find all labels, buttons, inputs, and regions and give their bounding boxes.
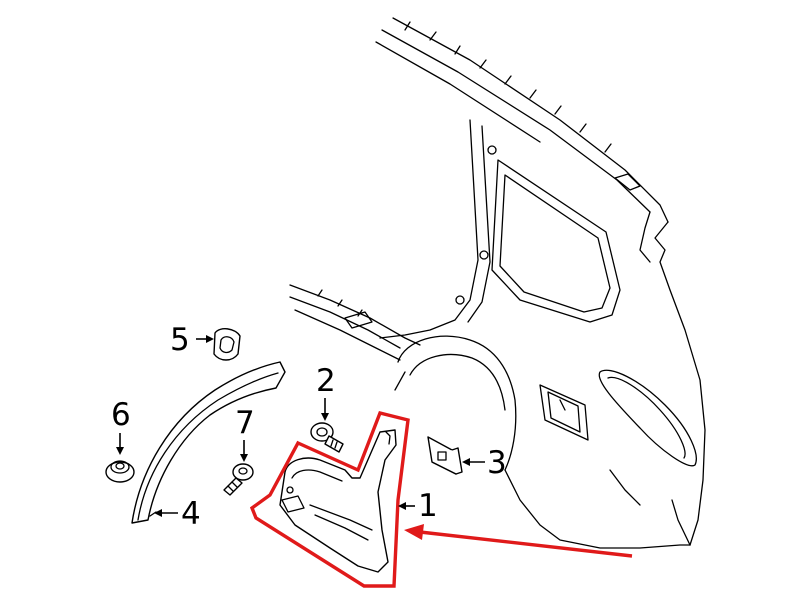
callout-7: 7 (235, 405, 255, 441)
part-3-clip-nut[interactable] (427, 436, 463, 475)
part-5-grommet[interactable] (213, 328, 241, 361)
callout-6: 6 (111, 397, 131, 433)
callout-3: 3 (487, 445, 507, 481)
callout-4: 4 (181, 496, 201, 532)
part-2-bolt[interactable] (310, 422, 344, 453)
quarter-panel (289, 17, 706, 549)
part-7-push-pin[interactable] (223, 463, 254, 496)
callout-5: 5 (170, 322, 190, 358)
highlight-arrow (404, 524, 633, 558)
leader-lines (116, 335, 485, 517)
highlight-outline (249, 410, 410, 588)
callout-1: 1 (418, 488, 438, 524)
part-1-mud-flap[interactable] (279, 429, 397, 573)
callout-2: 2 (316, 363, 336, 399)
part-4-arch-molding[interactable] (131, 361, 286, 524)
part-6-nut[interactable] (105, 460, 135, 483)
